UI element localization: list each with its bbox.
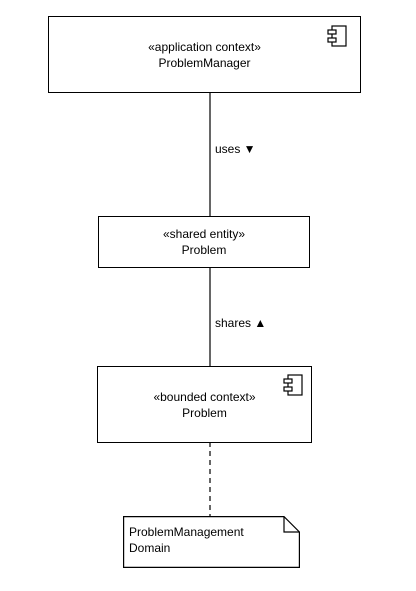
application-context-name: ProblemManager xyxy=(158,55,251,70)
shared-entity-stereotype: «shared entity» xyxy=(162,227,246,241)
component-icon xyxy=(327,25,347,47)
shared-entity-name: Problem xyxy=(181,243,227,257)
note-line-2: Domain xyxy=(129,541,171,555)
bounded-context-component[interactable]: «bounded context» Problem xyxy=(97,366,312,443)
note-fold-icon xyxy=(283,516,300,533)
application-context-component[interactable]: «application context» ProblemManager xyxy=(48,16,361,93)
shared-entity-box[interactable]: «shared entity» Problem xyxy=(98,216,310,268)
domain-note-shape[interactable] xyxy=(123,516,300,568)
uses-label: uses ▼ xyxy=(215,142,256,156)
note-line-1: ProblemManagement xyxy=(129,525,244,539)
component-icon xyxy=(283,374,303,396)
bounded-context-name: Problem xyxy=(182,405,227,420)
bounded-context-stereotype: «bounded context» xyxy=(153,389,256,404)
application-context-stereotype: «application context» xyxy=(148,39,261,54)
shares-label: shares ▲ xyxy=(215,316,267,330)
domain-note-text: ProblemManagement Domain xyxy=(129,524,244,556)
